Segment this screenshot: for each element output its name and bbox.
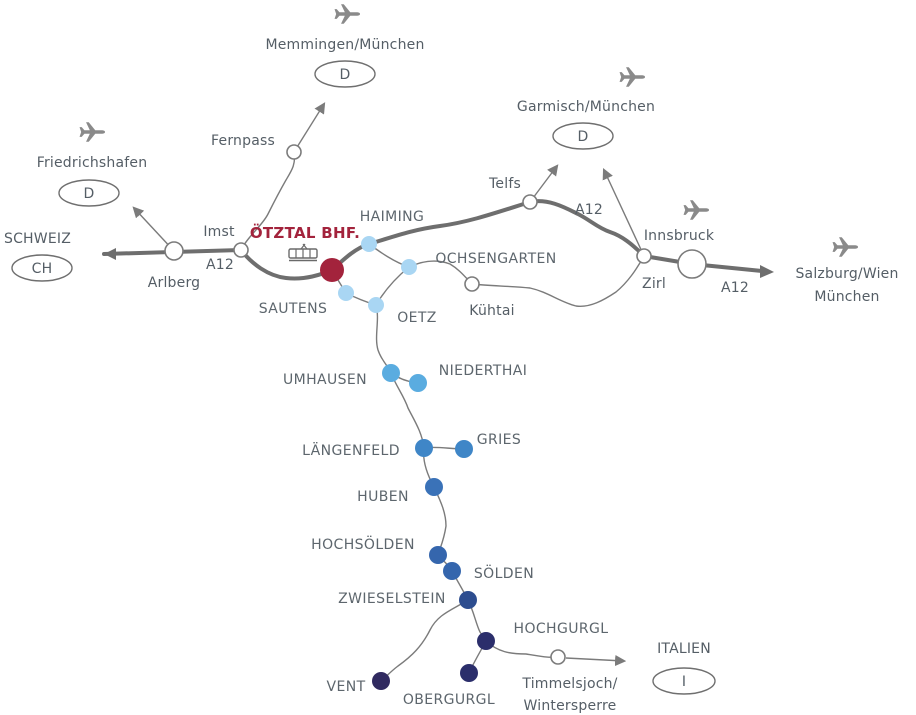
- soelden-dot[interactable]: [443, 562, 461, 580]
- airplane-icon: [334, 4, 360, 24]
- a12-east-arrow: [760, 265, 774, 278]
- garmisch-label: Garmisch/München: [517, 99, 655, 115]
- garmisch-country-badge: [552, 122, 614, 150]
- zwieselstein-label: ZWIESELSTEIN: [338, 591, 446, 607]
- kuehtai-label: Kühtai: [469, 303, 514, 319]
- village-dots: [338, 236, 495, 690]
- labels: Memmingen/München Garmisch/München Fried…: [4, 37, 898, 714]
- huben-dot[interactable]: [425, 478, 443, 496]
- fernpass-label: Fernpass: [211, 133, 275, 149]
- italien-country-badge: [652, 667, 716, 695]
- airplane-icon: [79, 122, 105, 142]
- umhausen-dot[interactable]: [382, 364, 400, 382]
- arrow-italien: [565, 654, 627, 667]
- friedrichshafen-country-code: D: [84, 186, 95, 202]
- oetztal-valley-road: [375, 304, 469, 601]
- hochsoelden-dot[interactable]: [429, 546, 447, 564]
- road-vent: [380, 599, 469, 682]
- haiming-dot[interactable]: [361, 236, 377, 252]
- schweiz-country-badge: [11, 254, 73, 282]
- arrow-memmingen: [293, 102, 326, 153]
- ochsengarten-dot[interactable]: [401, 259, 417, 275]
- salzburg-label-line1: Salzburg/Wien: [795, 266, 898, 282]
- huben-label: HUBEN: [357, 489, 409, 505]
- airplane-icon: [619, 67, 645, 87]
- soelden-label: SÖLDEN: [474, 564, 534, 582]
- country-badges: D D D CH I: [11, 60, 716, 695]
- obergurgl-label: OBERGURGL: [403, 692, 495, 708]
- airplane-icon: [832, 237, 858, 257]
- oetztal-station-label: ÖTZTAL BHF.: [250, 223, 360, 242]
- a12-west-label: A12: [206, 257, 234, 273]
- sautens-label: SAUTENS: [259, 301, 328, 317]
- haiming-label: HAIMING: [360, 209, 425, 225]
- schweiz-label: SCHWEIZ: [4, 231, 71, 247]
- ochsengarten-label: OCHSENGARTEN: [435, 251, 556, 267]
- junction-nodes: [164, 144, 707, 665]
- umhausen-label: UMHAUSEN: [283, 372, 367, 388]
- gries-label: GRIES: [477, 432, 521, 448]
- road-fernpass: [240, 151, 296, 251]
- arlberg-node: [164, 241, 184, 261]
- memmingen-label: Memmingen/München: [265, 37, 424, 53]
- schweiz-country-code: CH: [32, 261, 53, 277]
- zirl-node: [636, 248, 652, 264]
- innsbruck-label: Innsbruck: [644, 228, 715, 244]
- road-timmelsjoch: [485, 640, 559, 658]
- garmisch-country-code: D: [578, 129, 589, 145]
- oetz-label: OETZ: [397, 310, 437, 326]
- niederthai-dot[interactable]: [409, 374, 427, 392]
- memmingen-country-code: D: [340, 67, 351, 83]
- kuehtai-node: [464, 276, 480, 292]
- memmingen-country-badge: [314, 60, 376, 88]
- vent-dot[interactable]: [372, 672, 390, 690]
- arlberg-label: Arlberg: [148, 275, 201, 291]
- train-icon: [288, 243, 318, 262]
- telfs-label: Telfs: [488, 176, 521, 192]
- imst-label: Imst: [203, 224, 235, 240]
- road-kuehtai: [408, 255, 645, 307]
- hochsoelden-label: HOCHSÖLDEN: [311, 535, 415, 553]
- obergurgl-dot[interactable]: [460, 664, 478, 682]
- sautens-dot[interactable]: [338, 285, 354, 301]
- salzburg-label-line2: München: [814, 289, 879, 305]
- airplane-icon: [683, 200, 709, 220]
- a12-west-arrow: [104, 248, 116, 260]
- friedrichshafen-label: Friedrichshafen: [37, 155, 148, 171]
- vent-label: VENT: [326, 679, 365, 695]
- fernpass-node: [286, 144, 302, 160]
- laengenfeld-label: LÄNGENFELD: [302, 441, 400, 459]
- oetztal-station-dot[interactable]: [320, 258, 344, 282]
- hochgurgl-label: HOCHGURGL: [514, 621, 609, 637]
- niederthai-label: NIEDERTHAI: [439, 363, 528, 379]
- telfs-node: [522, 194, 538, 210]
- friedrichshafen-country-badge: [58, 179, 120, 207]
- road-imst-oetztal: [239, 248, 334, 281]
- hochgurgl-dot[interactable]: [477, 632, 495, 650]
- italien-label: ITALIEN: [657, 641, 711, 657]
- timmelsjoch-label-line1: Timmelsjoch/: [521, 676, 617, 692]
- zwieselstein-dot[interactable]: [459, 591, 477, 609]
- timmelsjoch-label-line2: Wintersperre: [524, 698, 617, 714]
- imst-node: [233, 242, 249, 258]
- a12-telfs-label: A12: [575, 202, 603, 218]
- innsbruck-node: [677, 249, 707, 279]
- gries-dot[interactable]: [455, 440, 473, 458]
- timmelsjoch-node: [550, 649, 566, 665]
- arrow-garmisch-zirl: [602, 167, 645, 257]
- italien-country-code: I: [682, 674, 686, 690]
- zirl-label: Zirl: [642, 276, 666, 292]
- laengenfeld-dot[interactable]: [415, 439, 433, 457]
- oetz-dot[interactable]: [368, 297, 384, 313]
- a12-east-label: A12: [721, 280, 749, 296]
